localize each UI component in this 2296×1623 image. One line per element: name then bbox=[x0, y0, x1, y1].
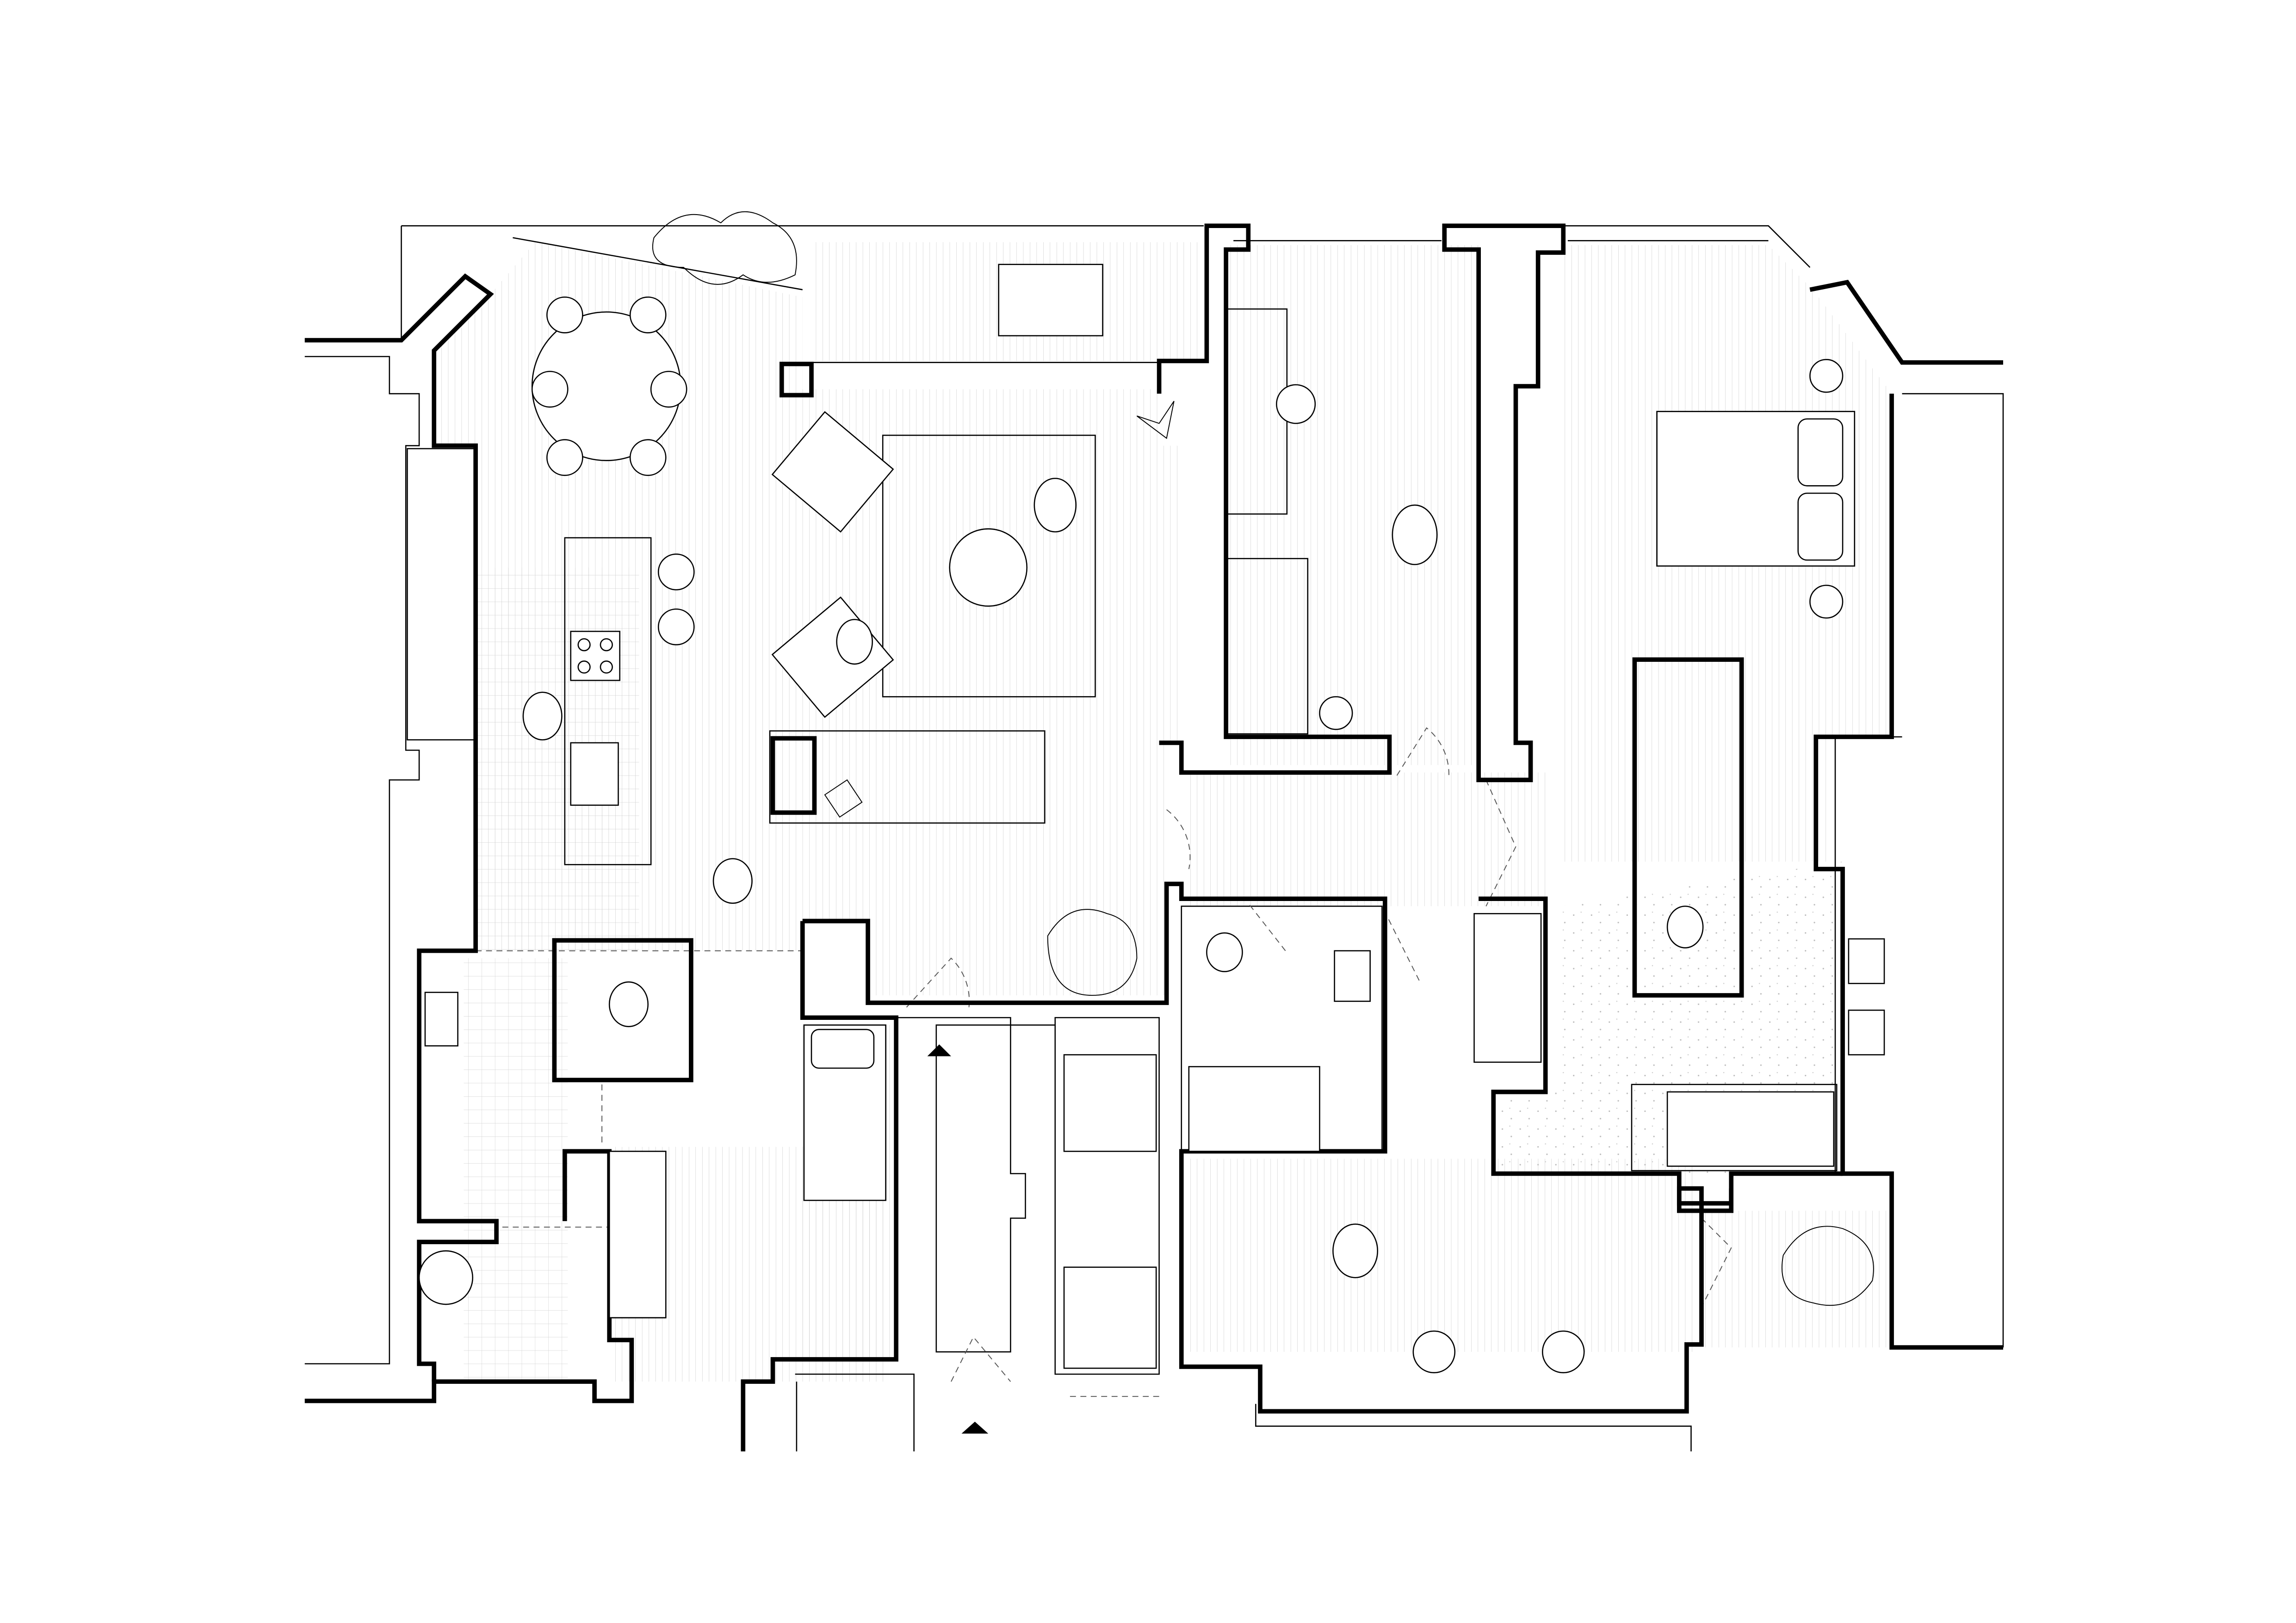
column-terrace bbox=[779, 362, 814, 398]
plants bbox=[652, 211, 1874, 1306]
coffee-table-icon bbox=[949, 528, 1028, 607]
person-icon bbox=[1392, 504, 1438, 565]
wall-partition bbox=[770, 736, 817, 815]
terrace-table-icon bbox=[998, 264, 1103, 337]
plant-icon bbox=[1136, 401, 1175, 439]
sink-icon bbox=[424, 992, 458, 1047]
person-icon bbox=[522, 691, 563, 741]
balcony-floor bbox=[1701, 1210, 1888, 1348]
toilet-icon bbox=[1206, 932, 1243, 972]
desk-icon bbox=[608, 1150, 667, 1319]
plant-icon bbox=[652, 211, 797, 285]
sink-icon bbox=[1334, 950, 1371, 1002]
sink-icon bbox=[570, 742, 619, 806]
lower-bedroom-floor bbox=[1188, 1159, 1694, 1352]
person-icon bbox=[836, 619, 873, 665]
sink-icon bbox=[1848, 938, 1885, 984]
pillow bbox=[811, 1029, 875, 1069]
wall-southwest bbox=[304, 1149, 634, 1403]
armchair-icon bbox=[771, 411, 894, 533]
wall-wc-box bbox=[552, 938, 693, 1082]
corridor-tile-floor bbox=[464, 958, 568, 1382]
plant-icon bbox=[1781, 1226, 1874, 1306]
entrance-arrow-icon bbox=[961, 1421, 989, 1434]
bathtub-icon bbox=[1666, 1091, 1835, 1167]
pillow bbox=[1797, 493, 1844, 561]
wall-west bbox=[304, 273, 499, 1382]
wall-bath bbox=[1479, 896, 1843, 1213]
door-swings bbox=[476, 727, 1732, 1397]
round-table-icon bbox=[418, 1250, 473, 1305]
wall-hall-left bbox=[741, 921, 898, 1452]
cooktop-icon bbox=[570, 630, 620, 681]
person-icon bbox=[712, 858, 753, 904]
toilet-icon bbox=[1666, 905, 1704, 949]
person-icon bbox=[1332, 1223, 1379, 1278]
toilet-icon bbox=[608, 981, 649, 1027]
study-floor bbox=[1226, 245, 1479, 765]
furniture bbox=[418, 264, 1885, 1374]
plant-icon bbox=[1047, 909, 1138, 996]
wall-center-north bbox=[1157, 223, 1392, 775]
person-icon bbox=[1034, 477, 1077, 533]
wall-wardrobe bbox=[1442, 223, 1566, 783]
sink-icon bbox=[1848, 1009, 1885, 1055]
entrance-arrow-icon bbox=[927, 1044, 951, 1056]
wall-shower bbox=[1632, 657, 1744, 998]
hall-floor bbox=[1188, 772, 1546, 907]
plant-icon bbox=[824, 779, 863, 818]
shower-tray-icon bbox=[1188, 1066, 1320, 1152]
pillow bbox=[1797, 418, 1844, 487]
walls bbox=[304, 223, 2003, 1452]
wall-center-south bbox=[802, 882, 1733, 1414]
wall-east bbox=[1809, 279, 2003, 1350]
people bbox=[522, 477, 1438, 1278]
